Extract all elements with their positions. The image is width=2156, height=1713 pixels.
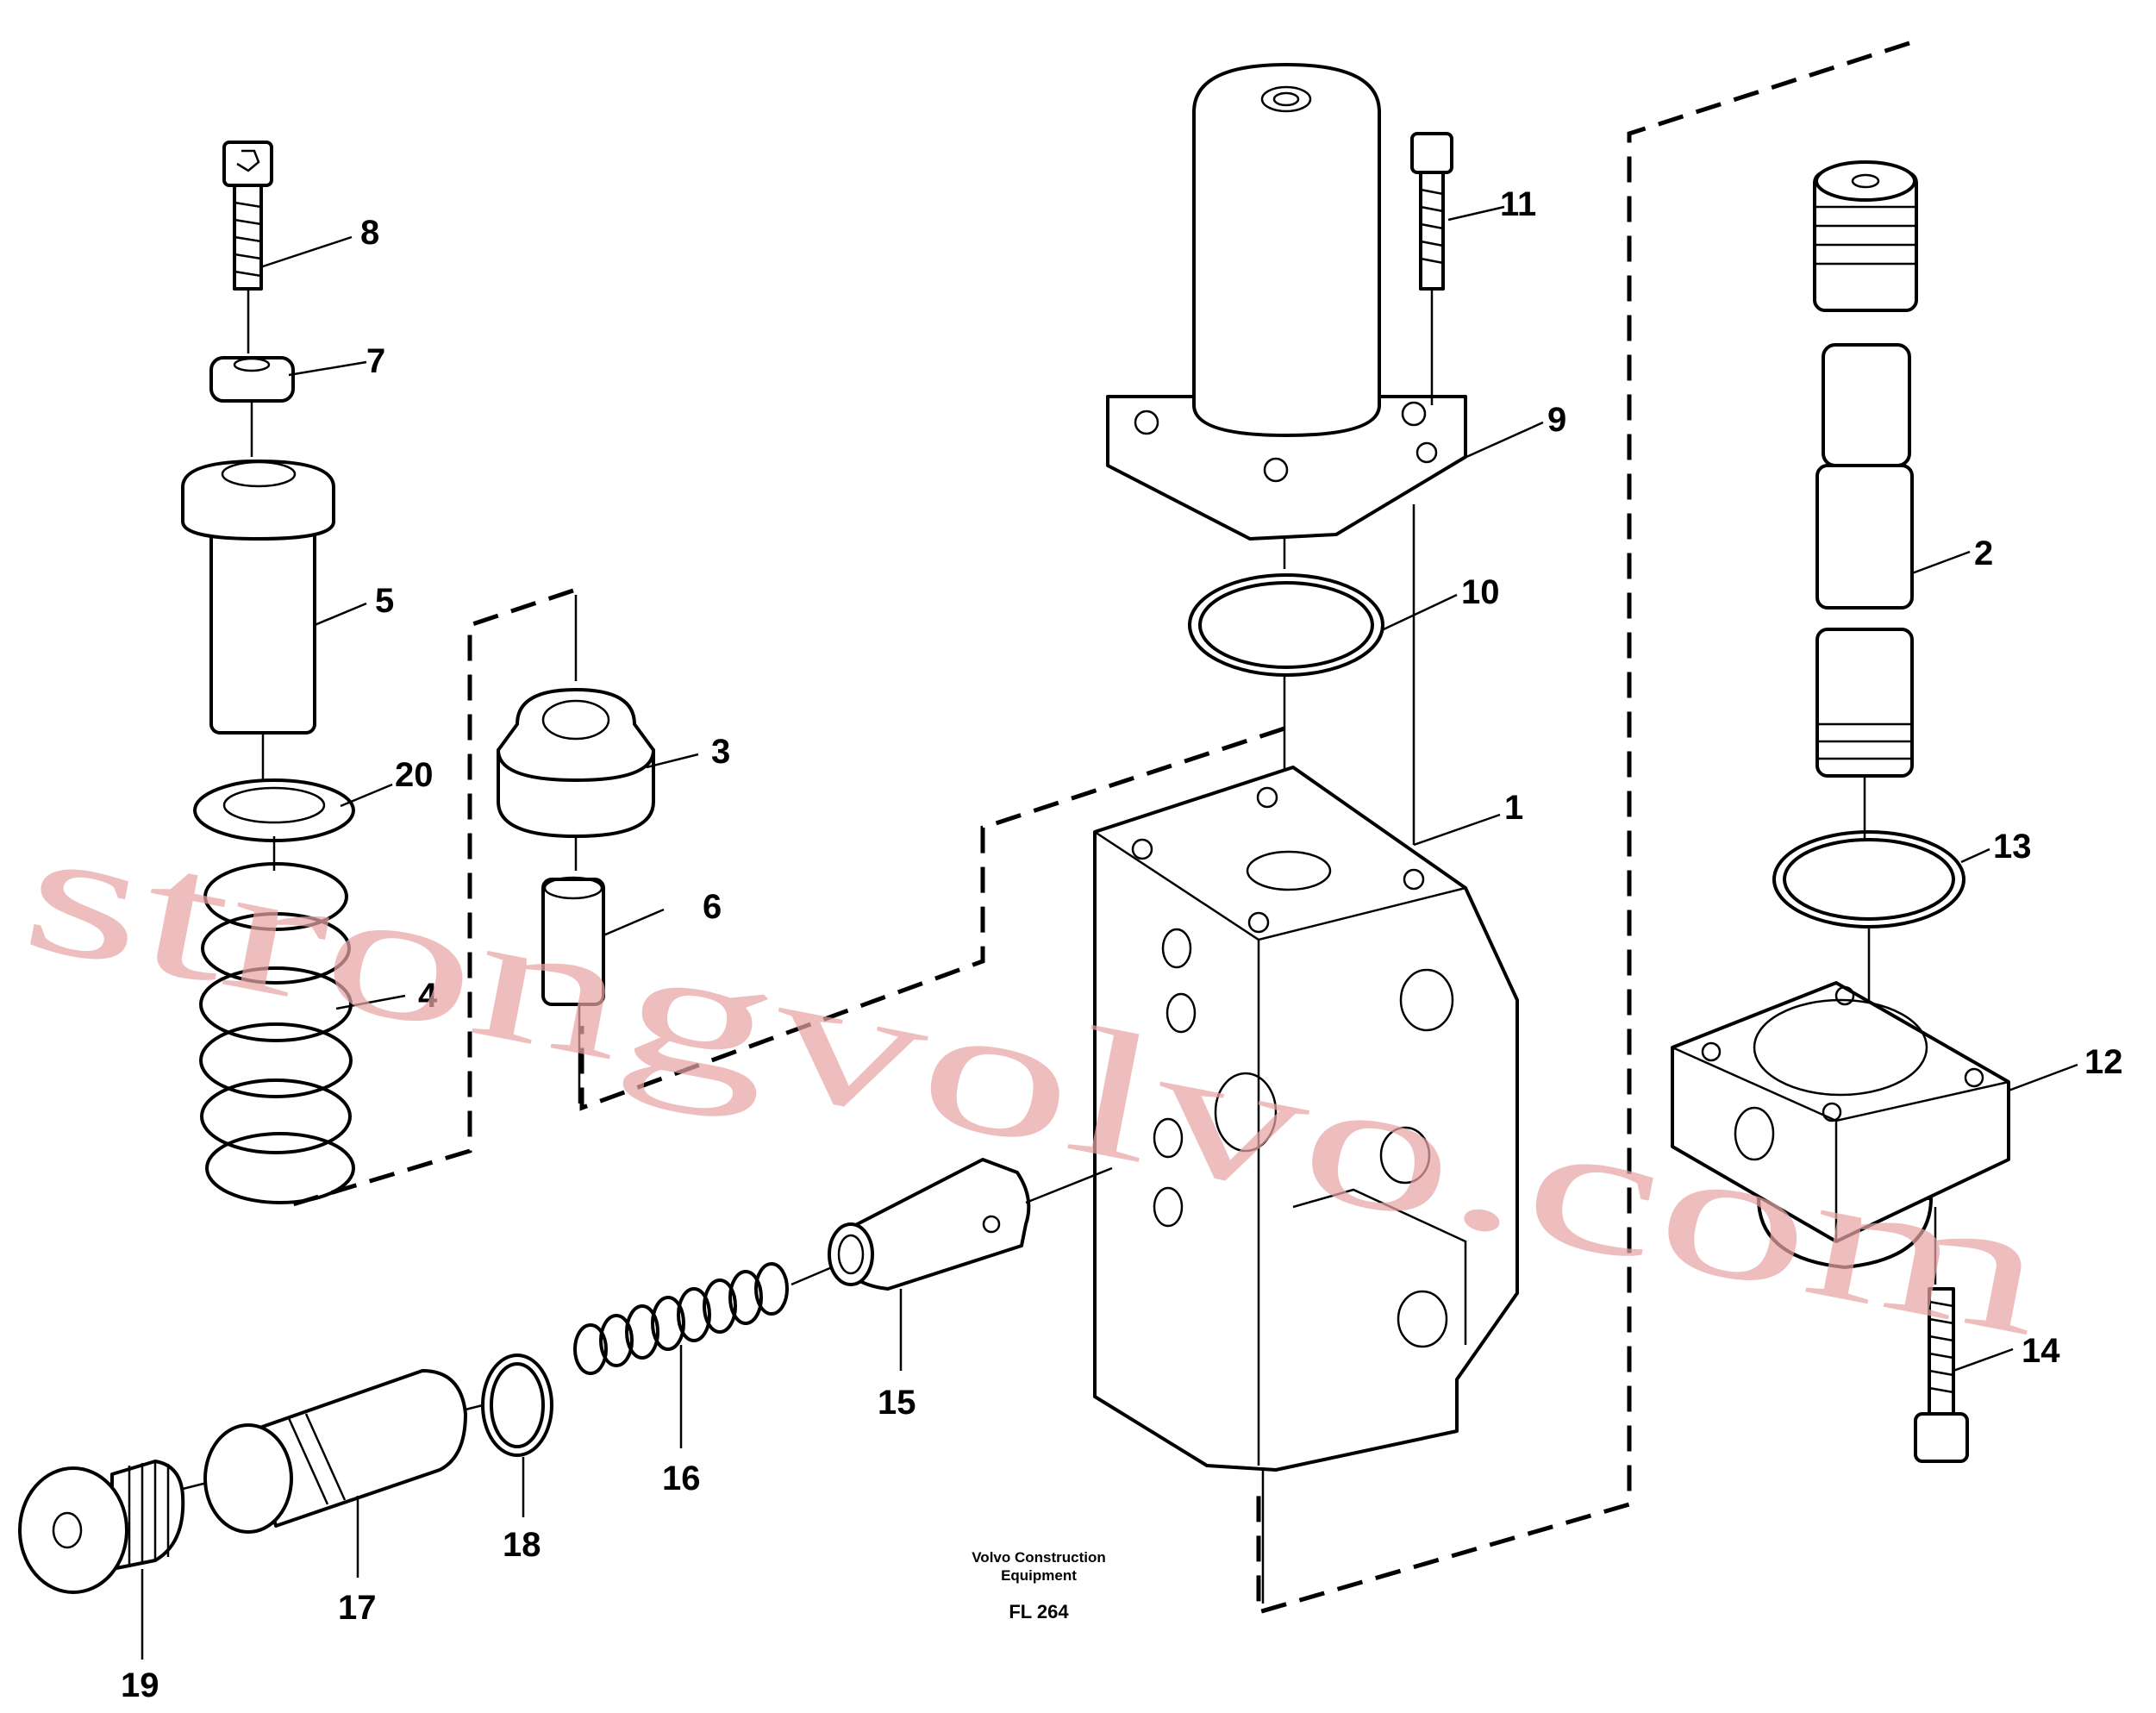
part-label: 12	[2084, 1043, 2123, 1081]
part-label: 5	[375, 582, 394, 620]
part-label: 4	[418, 977, 438, 1015]
diagram-footer: Volvo Construction Equipment FL 264	[972, 1549, 1106, 1622]
part-label: 11	[1500, 185, 1536, 223]
part-label: 8	[360, 214, 379, 252]
part-11-screw	[1410, 132, 1453, 291]
leader-lines	[259, 205, 2078, 1372]
part-label: 20	[395, 756, 434, 794]
part-20-ring	[193, 778, 355, 842]
part-18-oring	[481, 1354, 553, 1457]
part-label: 1	[1504, 789, 1523, 827]
assembly-dashed-outline-center	[579, 726, 1285, 1111]
part-15-piston	[828, 1158, 1031, 1291]
part-14-screw	[1914, 1287, 1969, 1463]
part-9-cover	[1106, 63, 1467, 541]
part-label: 14	[2022, 1332, 2060, 1370]
footer-code: FL 264	[1009, 1601, 1069, 1622]
part-8-screw	[222, 141, 273, 291]
part-label: 10	[1461, 573, 1500, 611]
part-4-spring	[199, 862, 355, 1204]
part-label: 17	[338, 1589, 377, 1627]
part-label: 13	[1993, 828, 2032, 866]
part-label: 9	[1547, 401, 1566, 439]
part-12-endcover	[1671, 981, 2010, 1269]
footer-line1: Volvo Construction	[972, 1549, 1106, 1566]
part-16-spring	[573, 1262, 789, 1375]
part-labels: 8 7 5 20 4 3 6 11 9 10 1 2 13 12 14 15 1…	[121, 185, 2123, 1704]
part-13-oring	[1772, 830, 1965, 928]
part-label: 16	[662, 1460, 701, 1497]
part-5-sleeve	[181, 460, 335, 735]
part-6-pin	[541, 876, 605, 1006]
part-19-endplug	[18, 1460, 185, 1594]
part-label: 6	[703, 888, 722, 926]
part-7-washer	[209, 356, 295, 403]
part-17-plug	[203, 1369, 467, 1534]
part-2-spool	[1813, 160, 1918, 778]
part-label: 2	[1974, 535, 1993, 572]
part-3-cup	[497, 688, 655, 838]
part-label: 19	[121, 1666, 159, 1704]
assembly-dashed-outline-left	[284, 588, 574, 1210]
footer-line2: Equipment	[1001, 1567, 1077, 1584]
part-label: 3	[711, 733, 730, 771]
part-label: 7	[366, 342, 385, 380]
part-1-housing	[1093, 766, 1519, 1472]
part-label: 15	[878, 1384, 916, 1422]
part-label: 18	[503, 1526, 541, 1564]
part-10-oring	[1188, 573, 1384, 677]
